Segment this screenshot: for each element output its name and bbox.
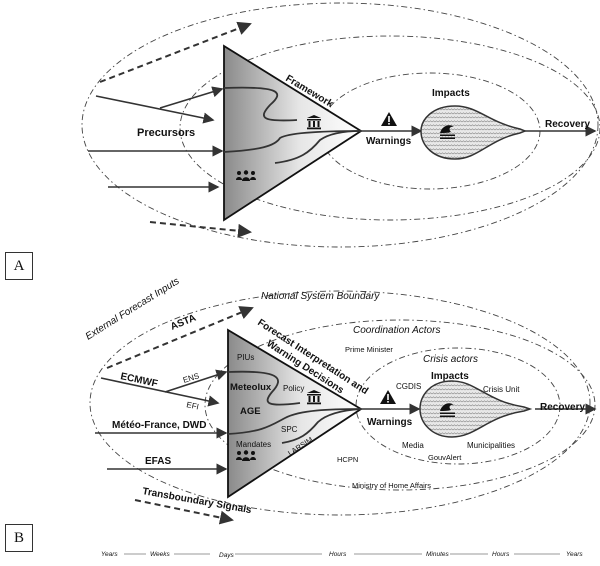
municipalities-label: Municipalities <box>467 441 515 450</box>
cgdis-label: CGDIS <box>396 382 421 391</box>
spc-curve <box>227 408 362 435</box>
crisis-actors-label: Crisis actors <box>423 354 478 365</box>
timeline-tick: Hours <box>492 551 510 558</box>
efi-arrow <box>100 377 220 407</box>
internal-curve-1 <box>223 86 298 122</box>
timeline-tick: Years <box>101 551 118 558</box>
dashed-arrow-bottom-a <box>149 221 252 238</box>
people-group-icon <box>236 450 256 461</box>
panel-a: Precursors Framework Warnings Impacts Re… <box>81 2 600 248</box>
impacts-label-a: Impacts <box>432 88 470 99</box>
internal-curve-2 <box>223 130 362 153</box>
national-system-boundary <box>89 290 591 516</box>
meteolux-policy-curve <box>227 370 301 406</box>
dashed-arrow-top-a <box>99 21 252 83</box>
external-inputs-label: External Forecast Inputs <box>84 276 182 343</box>
warning-triangle-icon <box>380 390 396 404</box>
impacts-teardrop-a <box>420 105 528 160</box>
hcpn-label: HCPN <box>337 455 358 464</box>
warnings-label-b: Warnings <box>367 417 413 428</box>
timeline: Years Weeks Days Hours Minutes Hours Yea… <box>101 551 583 559</box>
outer-boundary-a <box>81 2 599 248</box>
timeline-tick: Days <box>219 552 235 559</box>
warning-triangle-icon <box>381 112 397 126</box>
national-boundary-label: National System Boundary <box>261 291 380 302</box>
recovery-label-b: Recovery <box>540 402 585 413</box>
framework-funnel-a <box>223 44 363 222</box>
impacts-label-b: Impacts <box>431 371 469 382</box>
ministry-label: Ministry of Home Affairs <box>352 481 431 490</box>
warnings-label-a: Warnings <box>366 136 412 147</box>
wave-icon <box>440 403 455 417</box>
ens-arrow <box>164 369 228 393</box>
media-label: Media <box>402 441 424 450</box>
ecmwf-label: ECMWF <box>119 371 158 390</box>
precursor-arrow-2 <box>159 86 224 109</box>
timeline-tick: Minutes <box>426 551 450 558</box>
precursor-arrow-1 <box>95 95 215 124</box>
panel-label-a: A <box>5 252 33 280</box>
pius-label: PIUs <box>237 353 254 362</box>
people-group-icon <box>236 170 256 181</box>
institution-icon <box>307 115 321 130</box>
transboundary-dashed-arrow <box>134 499 234 525</box>
larsim-curve <box>281 408 362 444</box>
impacts-teardrop-b <box>419 380 533 438</box>
gouvalert-label: GouvAlert <box>428 453 462 462</box>
age-label: AGE <box>240 406 261 417</box>
crisis-boundary <box>355 347 561 465</box>
institution-icon <box>307 390 321 405</box>
prime-minister-label: Prime Minister <box>345 345 393 354</box>
meteo-france-label: Météo-France, DWD <box>112 420 206 431</box>
efas-label: EFAS <box>145 456 171 467</box>
panel-b: External Forecast Inputs National System… <box>84 276 597 525</box>
mandates-label: Mandates <box>236 440 271 449</box>
crisis-unit-label: Crisis Unit <box>483 385 520 394</box>
asta-dashed-arrow <box>106 306 254 369</box>
middle-boundary-a <box>179 35 600 221</box>
timeline-tick: Years <box>566 551 583 558</box>
precursors-label: Precursors <box>137 127 195 139</box>
timeline-tick: Weeks <box>150 551 170 558</box>
spc-label: SPC <box>281 425 298 434</box>
recovery-label-a: Recovery <box>545 119 590 130</box>
wave-icon <box>440 125 455 139</box>
efi-label: EFI <box>186 400 200 411</box>
meteolux-label: Meteolux <box>230 382 272 393</box>
policy-label: Policy <box>283 384 304 393</box>
timeline-tick: Hours <box>329 551 347 558</box>
coordination-actors-label: Coordination Actors <box>353 325 440 336</box>
panel-label-b: B <box>5 524 33 552</box>
internal-curve-3 <box>274 130 362 164</box>
